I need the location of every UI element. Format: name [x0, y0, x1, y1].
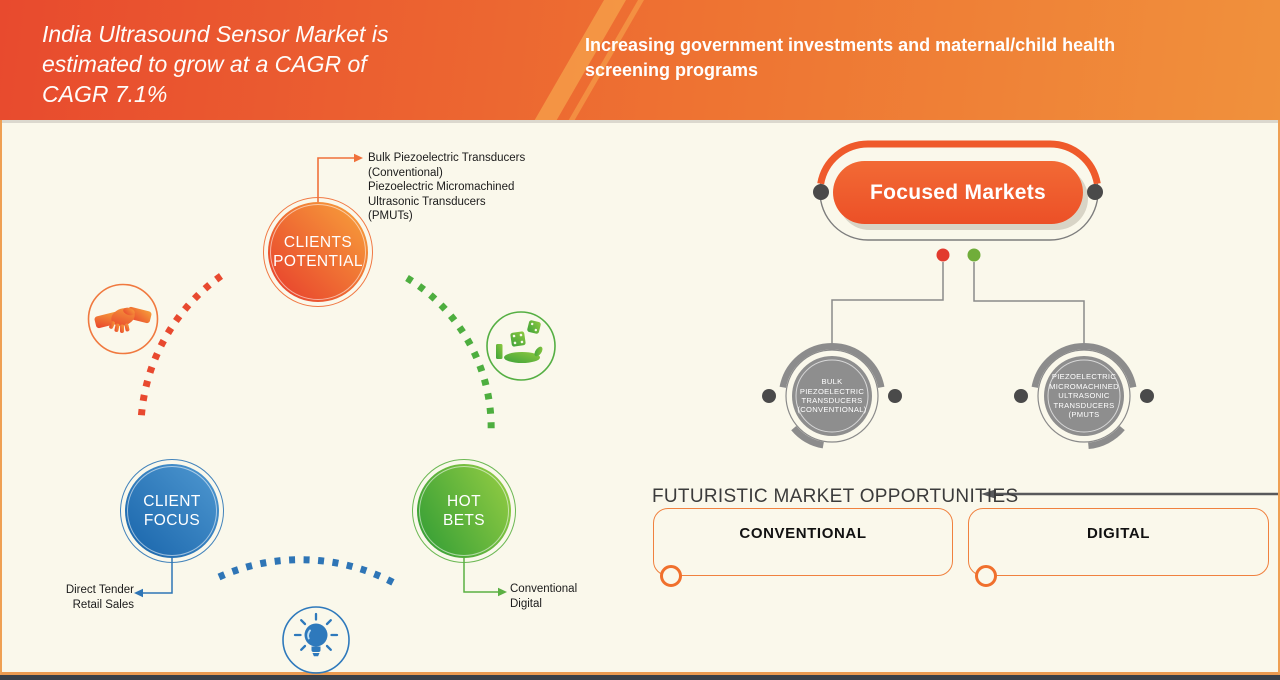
- branch-dot-red: [936, 248, 950, 262]
- focused-markets-title: Focused Markets: [869, 180, 1047, 204]
- node-label-bulk-piezoelectric: BULK PIEZOELECTRIC TRANSDUCERS (CONVENTI…: [797, 377, 867, 415]
- opportunity-label-digital: DIGITAL: [1086, 525, 1151, 542]
- infographic-body: CLIENTS POTENTIAL CLIENT FOCUS HOT BETS …: [0, 120, 1280, 675]
- arrowhead-left-icon: [134, 588, 143, 598]
- callout-line-client-focus: [143, 558, 173, 594]
- client-focus-label: CLIENT FOCUS: [143, 492, 201, 530]
- branch-line-right: [973, 262, 1085, 343]
- dice-in-hand-icon: [486, 311, 556, 381]
- branch-line-left: [831, 262, 944, 344]
- opportunity-box-conventional: CONVENTIONAL: [653, 508, 953, 576]
- node-label-pmuts: PIEZOELECTRIC MICROMACHINED ULTRASONIC T…: [1049, 372, 1119, 420]
- header-banner: India Ultrasound Sensor Market is estima…: [0, 0, 1280, 120]
- circle-hot-bets: HOT BETS: [412, 459, 516, 563]
- header-divider: [2, 120, 1278, 123]
- dotted-arc-blue: [217, 556, 398, 588]
- node-pmuts: [1014, 342, 1154, 450]
- handshake-icon: [87, 283, 159, 355]
- stadium-left-dot: [813, 184, 829, 200]
- opportunity-box-digital: DIGITAL: [968, 508, 1269, 576]
- box-accent-ring-icon: [975, 565, 997, 587]
- arrowhead-left-icon: [981, 489, 996, 499]
- callout-line-clients-potential: [317, 157, 354, 202]
- focused-markets-pill: Focused Markets: [833, 161, 1083, 224]
- circle-clients-potential: CLIENTS POTENTIAL: [263, 197, 373, 307]
- arrowhead-right-icon: [498, 587, 507, 597]
- clients-potential-note: Bulk Piezoelectric Transducers (Conventi…: [368, 152, 526, 223]
- opportunity-label-conventional: CONVENTIONAL: [739, 525, 867, 542]
- stadium-right-dot: [1087, 184, 1103, 200]
- futuristic-opportunities-heading: FUTURISTIC MARKET OPPORTUNITIES: [652, 486, 1019, 507]
- dotted-arc-orange: [137, 273, 224, 423]
- box-accent-ring-icon: [660, 565, 682, 587]
- clients-potential-label: CLIENTS POTENTIAL: [273, 233, 363, 271]
- arrowhead-right-icon: [354, 153, 363, 163]
- lightbulb-icon: [282, 606, 350, 674]
- node-bulk-piezoelectric: [762, 342, 902, 449]
- bottom-edge-strip: [0, 675, 1280, 680]
- branch-dot-green: [967, 248, 981, 262]
- market-growth-title: India Ultrasound Sensor Market is estima…: [42, 21, 389, 107]
- stadium-top-arc: [817, 140, 1101, 185]
- market-driver-subtitle: Increasing government investments and ma…: [585, 35, 1116, 80]
- client-focus-note: Direct Tender Retail Sales: [65, 584, 134, 611]
- circle-client-focus: CLIENT FOCUS: [120, 459, 224, 563]
- dotted-arc-green: [405, 275, 495, 436]
- hot-bets-note: Conventional Digital: [510, 583, 578, 610]
- hot-bets-label: HOT BETS: [442, 492, 486, 530]
- connector-overlay: [134, 140, 1278, 598]
- callout-line-hot-bets: [463, 558, 498, 593]
